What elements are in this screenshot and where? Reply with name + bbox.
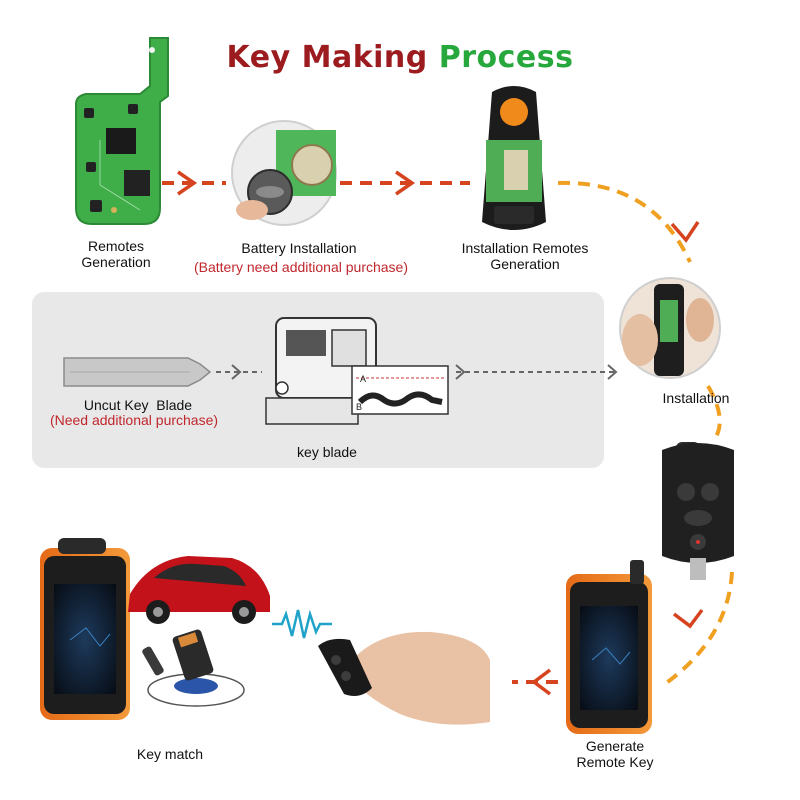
title-part-1: Key Making [226, 40, 428, 75]
label-uncut-key-blade: Uncut Key Blade [83, 397, 193, 413]
installation-illustration [619, 277, 721, 379]
label-battery-installation: Battery Installation [241, 240, 357, 256]
flip-key-remote-illustration [662, 442, 734, 580]
blade-label-a: A [360, 374, 367, 384]
uncut-key-blade-illustration [63, 357, 212, 387]
red-car-illustration [128, 556, 270, 624]
label-key-match: Key match [136, 746, 204, 762]
signal-wave-icon [272, 609, 332, 639]
label-battery-note: (Battery need additional purchase) [193, 259, 409, 275]
key-match-chip-illustration [142, 629, 245, 707]
label-remotes-generation: Remotes Generation [81, 238, 151, 270]
key-cutting-machine-illustration [265, 317, 449, 425]
label-key-blade: key blade [297, 444, 357, 460]
label-uncut-note: (Need additional purchase) [49, 412, 219, 428]
title-part-2: Process [438, 40, 574, 75]
key-tool-device-right [566, 560, 652, 734]
label-installation-remotes-generation: Installation Remotes Generation [461, 240, 589, 272]
pcb-board-illustration [75, 37, 169, 225]
flow-arrows [162, 170, 734, 696]
label-generate-remote-key: Generate Remote Key [576, 738, 654, 770]
key-tool-device-left [40, 538, 130, 720]
battery-installation-illustration [231, 120, 337, 226]
hand-holding-remote-illustration [318, 631, 490, 725]
page-title: Key Making Process [0, 40, 800, 75]
label-installation: Installation [662, 390, 730, 406]
blade-label-b: B [356, 402, 363, 412]
installed-remote-illustration [482, 86, 546, 230]
